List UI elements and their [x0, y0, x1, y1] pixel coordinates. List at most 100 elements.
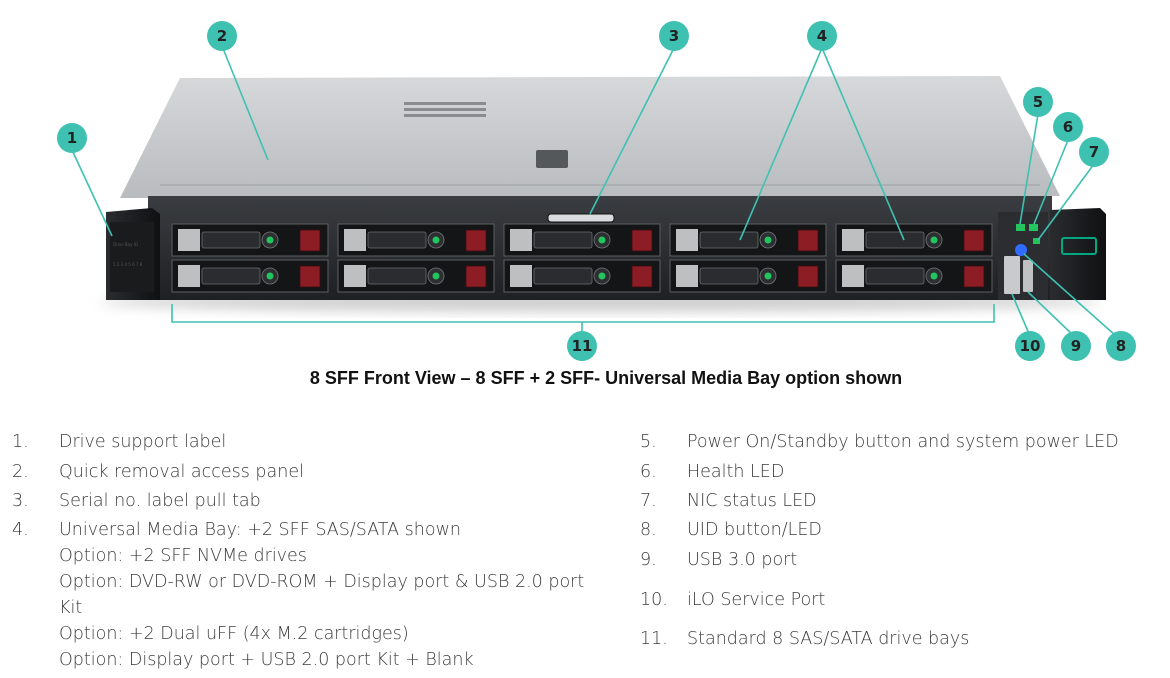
callout-circle — [567, 331, 597, 361]
callout-number: 5 — [1033, 93, 1043, 111]
callout-2: 2 — [207, 21, 237, 51]
lid-vent-slots — [404, 102, 486, 117]
drive-bay-id-label: Drive Bay ID — [113, 242, 138, 247]
drive-label — [842, 229, 864, 251]
legend-item-number: 11. — [640, 629, 668, 649]
callout-circle — [1061, 331, 1091, 361]
drive-latch[interactable] — [631, 229, 653, 252]
drive-label — [178, 265, 200, 287]
drive-status-led — [432, 272, 440, 280]
drive-latch[interactable] — [299, 229, 321, 252]
drive-bay[interactable] — [337, 223, 495, 257]
drive-bay[interactable] — [669, 223, 827, 257]
drive-status-led — [930, 236, 938, 244]
legend-item-text: Kit — [59, 598, 83, 618]
hpe-logo-icon — [1061, 237, 1097, 255]
left-rack-ear: Drive Bay ID 1 2 3 4 5 6 7 8 — [106, 208, 160, 300]
drive-label — [842, 265, 864, 287]
drive-status-led — [432, 236, 440, 244]
figure-caption: 8 SFF Front View – 8 SFF + 2 SFF- Univer… — [309, 368, 903, 388]
drive-latch[interactable] — [465, 265, 487, 288]
drive-bay[interactable] — [503, 223, 661, 257]
callout-1: 1 — [57, 123, 87, 153]
drive-bay[interactable] — [835, 259, 993, 293]
callout-9: 9 — [1061, 331, 1091, 361]
legend-item-text: Option: DVD-RW or DVD-ROM + Display port… — [59, 572, 585, 592]
drive-latch[interactable] — [299, 265, 321, 288]
callout-circle — [1053, 112, 1083, 142]
callout-10: 10 — [1015, 331, 1045, 361]
callout-number: 9 — [1071, 337, 1081, 355]
callout-number: 7 — [1089, 143, 1099, 161]
drive-status-led — [930, 272, 938, 280]
callout-number: 11 — [572, 337, 593, 355]
legend-item-number: 7. — [640, 491, 657, 511]
callout-number: 1 — [67, 129, 77, 147]
callout-number: 10 — [1020, 337, 1041, 355]
legend-item-text: Health LED — [687, 462, 785, 482]
legend-item-text: Serial no. label pull tab — [59, 491, 261, 511]
callout-number: 6 — [1063, 118, 1073, 136]
drive-label — [344, 265, 366, 287]
uid-button-led[interactable] — [1015, 244, 1027, 256]
callout-circle — [1023, 87, 1053, 117]
drive-bays — [171, 223, 993, 293]
callout-7: 7 — [1079, 137, 1109, 167]
drive-latch[interactable] — [963, 229, 985, 252]
callout-8: 8 — [1106, 331, 1136, 361]
callout-5: 5 — [1023, 87, 1053, 117]
legend-item-number: 9. — [640, 550, 657, 570]
drive-label — [676, 265, 698, 287]
drive-bay[interactable] — [835, 223, 993, 257]
callout-circle — [1015, 331, 1045, 361]
callout-circle — [1079, 137, 1109, 167]
legend-item-number: 4. — [12, 520, 29, 540]
callout-circle — [659, 21, 689, 51]
drive-status-led — [266, 272, 274, 280]
callout-circle — [807, 21, 837, 51]
drive-latch[interactable] — [465, 229, 487, 252]
callout-lines — [71, 45, 1117, 337]
usb-3-port[interactable] — [1023, 260, 1033, 292]
drive-latch[interactable] — [631, 265, 653, 288]
drive-status-led — [764, 236, 772, 244]
power-button-led[interactable] — [1016, 224, 1025, 231]
legend-item-text: Power On/Standby button and system power… — [687, 432, 1119, 452]
legend-item-text: USB 3.0 port — [687, 550, 798, 570]
callout-number: 3 — [669, 27, 679, 45]
drive-status-led — [598, 272, 606, 280]
drive-bay[interactable] — [337, 259, 495, 293]
drive-status-led — [764, 272, 772, 280]
serial-pull-tab[interactable] — [547, 213, 615, 223]
legend-item-text: Standard 8 SAS/SATA drive bays — [687, 629, 970, 649]
callout-4: 4 — [807, 21, 837, 51]
drive-bay-id-digits: 1 2 3 4 5 6 7 8 — [113, 262, 143, 267]
drive-status-led — [266, 236, 274, 244]
legend-item-text: NIC status LED — [687, 491, 817, 511]
drive-latch[interactable] — [797, 265, 819, 288]
legend-item-number: 8. — [640, 520, 657, 540]
drive-label — [510, 265, 532, 287]
health-led — [1029, 224, 1038, 231]
callout-circle — [1106, 331, 1136, 361]
drive-latch[interactable] — [797, 229, 819, 252]
drive-bay[interactable] — [669, 259, 827, 293]
legend-item-number: 6. — [640, 462, 657, 482]
drive-bay[interactable] — [171, 259, 329, 293]
drive-bay[interactable] — [503, 259, 661, 293]
drive-label — [178, 229, 200, 251]
drive-latch[interactable] — [963, 265, 985, 288]
legend-item-number: 2. — [12, 462, 29, 482]
front-control-panel — [998, 212, 1048, 300]
drive-bay[interactable] — [171, 223, 329, 257]
legend-item-text: iLO Service Port — [687, 590, 826, 610]
nic-status-led — [1033, 238, 1040, 244]
callout-number: 8 — [1116, 337, 1126, 355]
drive-status-led — [598, 236, 606, 244]
legend-item-text: Drive support label — [59, 432, 227, 452]
callout-circle — [207, 21, 237, 51]
drive-label — [676, 229, 698, 251]
ilo-service-port[interactable] — [1004, 256, 1020, 294]
chassis-top-lid — [120, 76, 1060, 198]
right-rack-ear — [1050, 208, 1106, 300]
